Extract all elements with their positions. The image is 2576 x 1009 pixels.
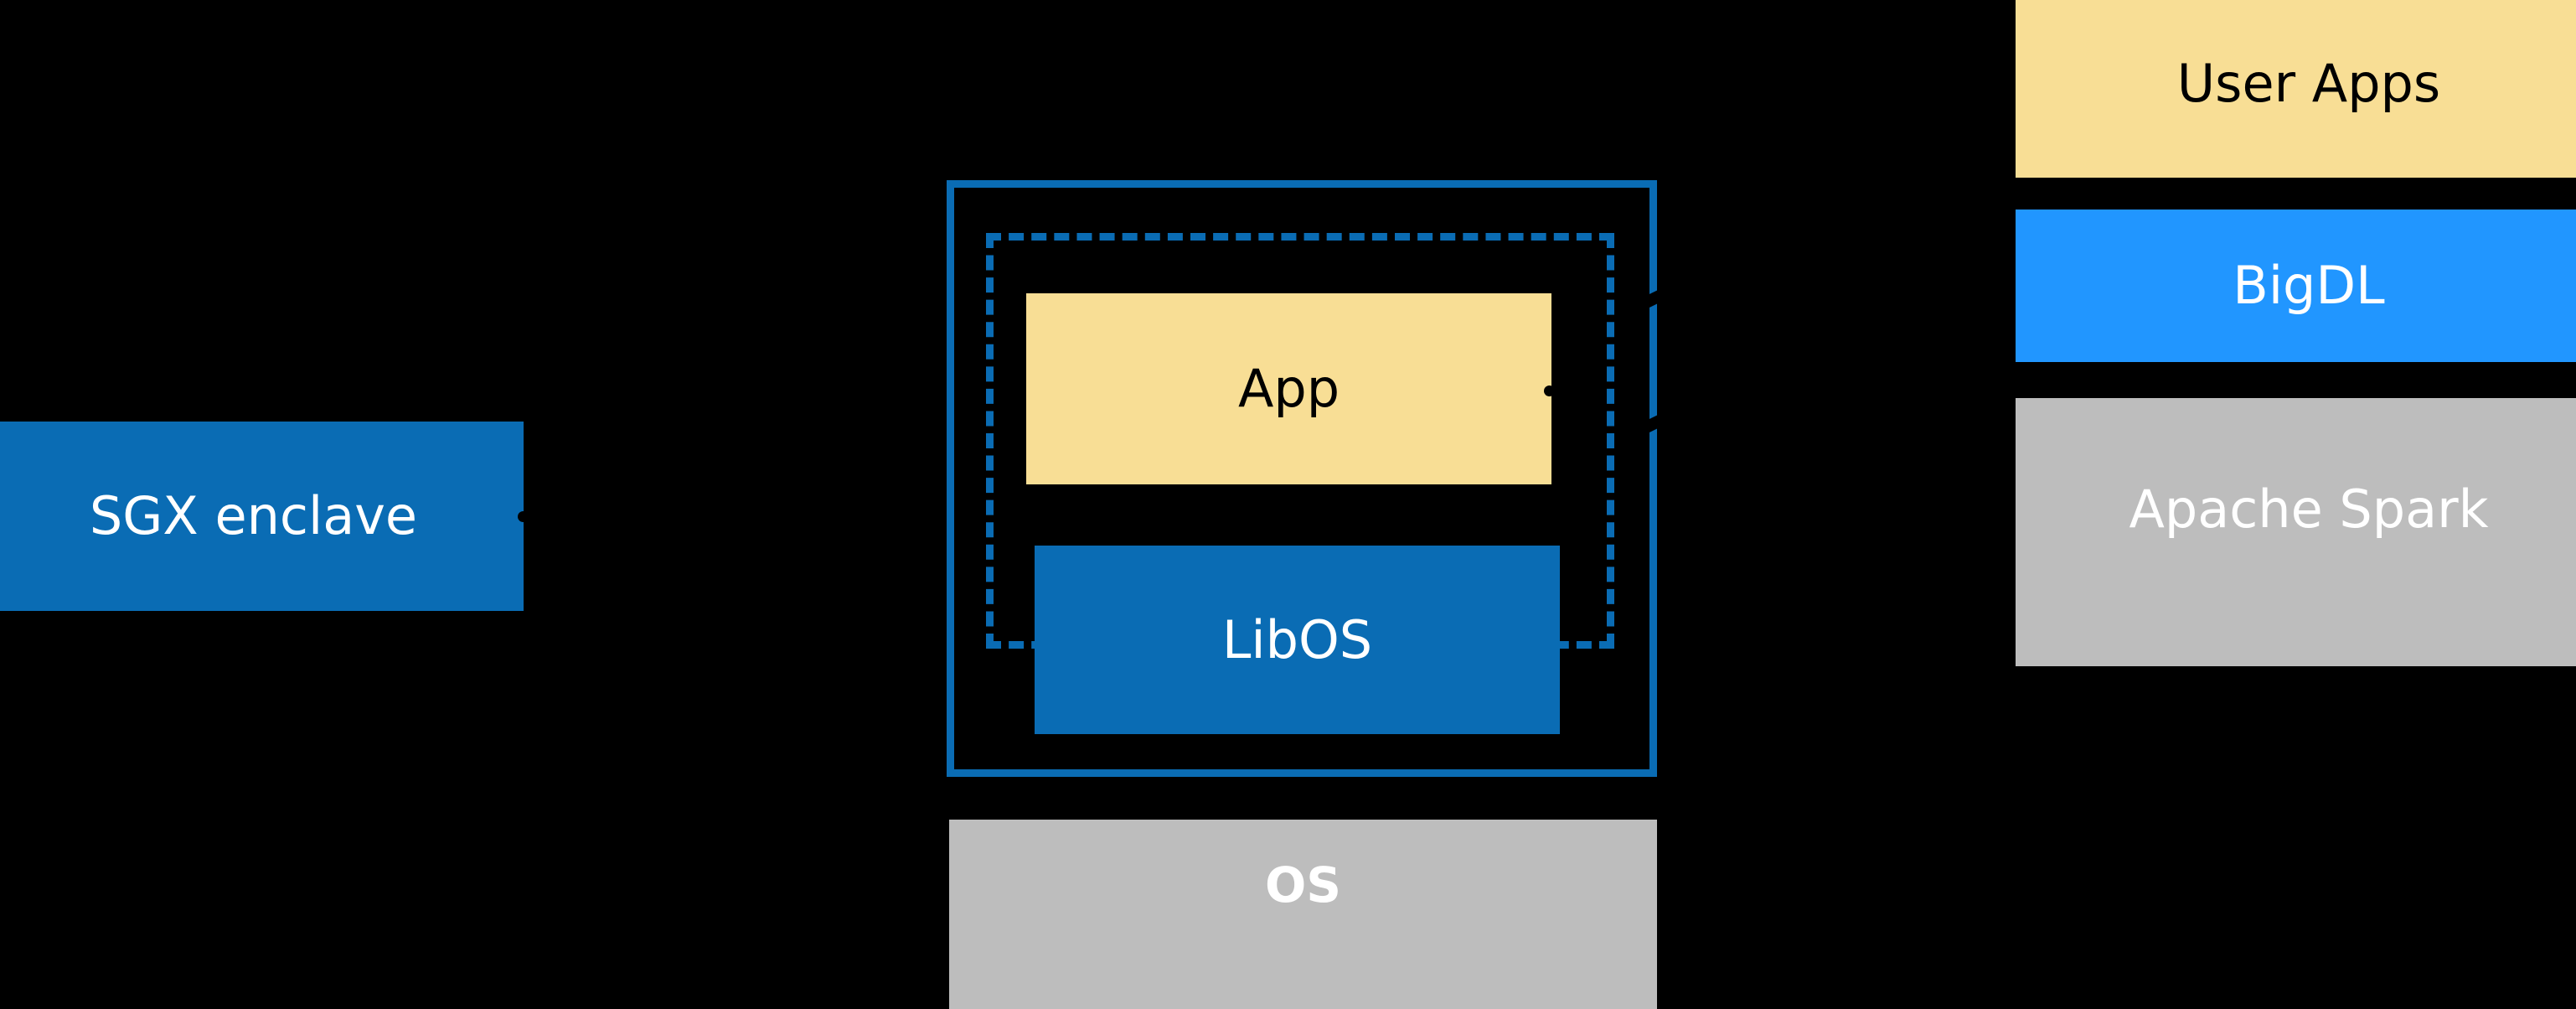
bigdl-box: BigDL: [2016, 210, 2576, 362]
libos-label: LibOS: [1221, 608, 1373, 670]
sgx-connector-endpoint-dot: [518, 511, 529, 522]
app-box: App: [1026, 293, 1551, 484]
apache-spark-box: Apache Spark: [2016, 398, 2576, 666]
sgx-enclave-label: SGX enclave: [89, 485, 418, 547]
os-box: OS: [949, 820, 1657, 1009]
os-label: OS: [1264, 856, 1342, 913]
bigdl-label: BigDL: [2233, 255, 2385, 317]
app-label: App: [1237, 358, 1340, 420]
user-apps-label: User Apps: [2176, 53, 2441, 115]
app-connector-endpoint-dot: [1544, 385, 1555, 396]
enclave-boundary-solid-rect: [947, 180, 1657, 777]
sgx-enclave-box: SGX enclave: [0, 422, 524, 611]
apache-spark-label: Apache Spark: [2129, 479, 2489, 540]
user-apps-box: User Apps: [2016, 0, 2576, 178]
libos-box: LibOS: [1035, 546, 1560, 734]
